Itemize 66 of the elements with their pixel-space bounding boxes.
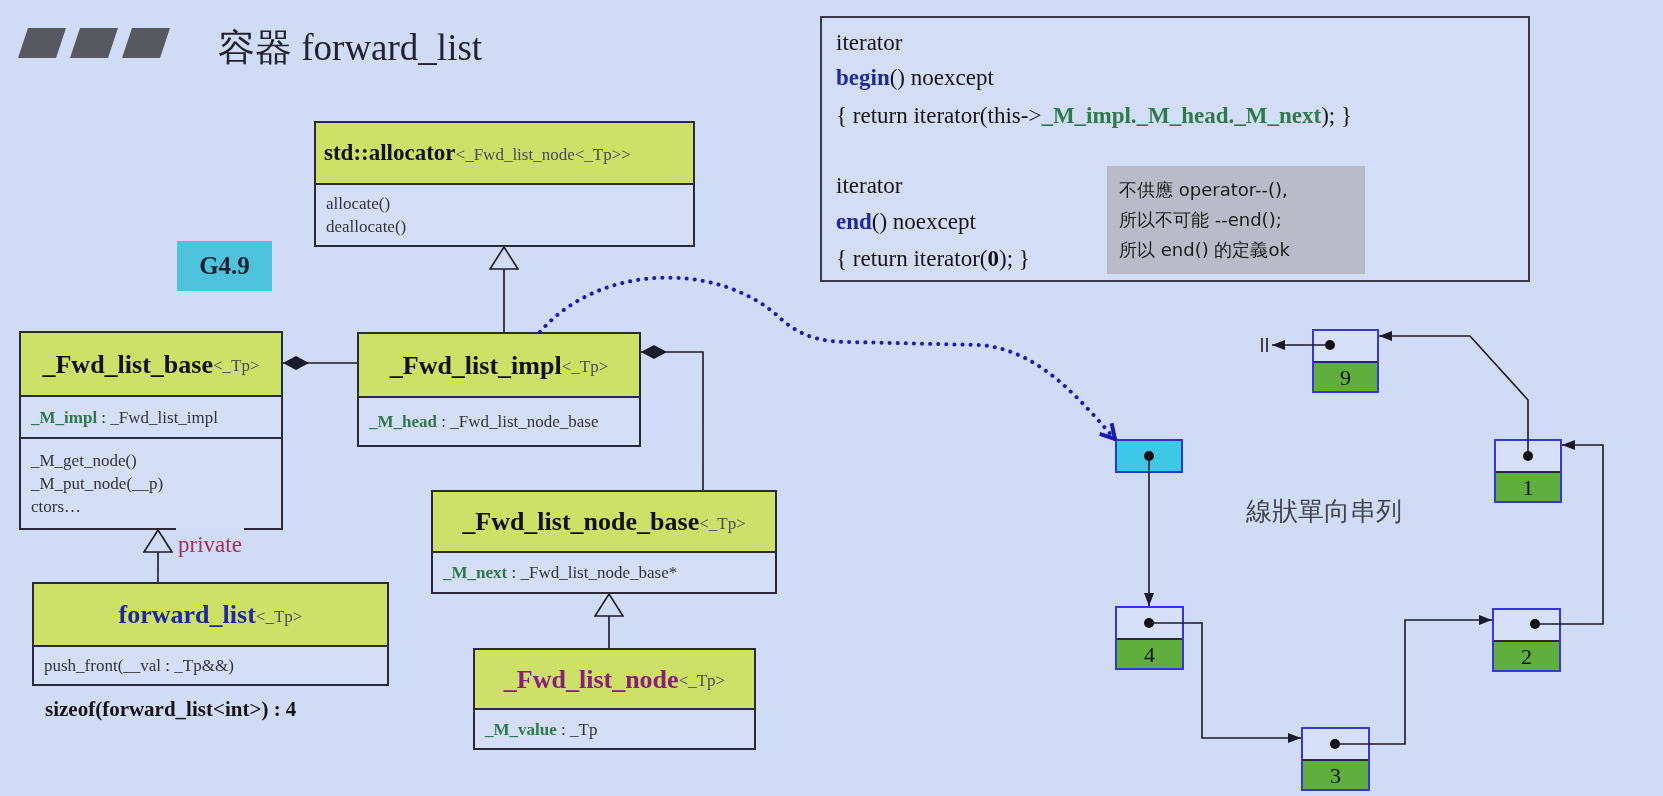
- code-line: { return iterator(0); }: [836, 245, 1030, 273]
- list-node: [1492, 608, 1561, 672]
- class-box: [314, 121, 695, 247]
- head-pointer-box: [1115, 439, 1183, 473]
- list-caption: 線狀單向串列: [1246, 495, 1402, 528]
- template-parameter: <_Fwd_list_node<_Tp>>: [455, 145, 631, 167]
- class-member: _M_value : _Tp: [485, 718, 599, 741]
- class-member: _M_put_node(__p): [31, 473, 165, 495]
- list-node: [1312, 329, 1379, 393]
- version-badge: G4.9: [177, 241, 272, 291]
- note-text: 不供應 operator--(),: [1119, 178, 1289, 202]
- pointer-arrow: [1271, 340, 1331, 350]
- template-parameter: <_Tp>: [699, 513, 746, 533]
- slide-title: 容器 forward_list: [218, 26, 483, 70]
- code-panel: [820, 16, 1530, 282]
- pointer-arrow: [1144, 455, 1154, 607]
- inheritance-arrow: [594, 593, 624, 649]
- node-value: 1: [1496, 471, 1560, 501]
- pointer-arrow: [1534, 440, 1604, 625]
- class-member: _M_next : _Fwd_list_node_base*: [443, 562, 679, 584]
- class-member: _M_get_node(): [31, 450, 138, 472]
- template-parameter: <_Tp>: [561, 357, 609, 377]
- composition-line: [640, 345, 704, 491]
- node-value: 2: [1494, 640, 1559, 670]
- code-line: iterator: [836, 29, 903, 57]
- class-member: deallocate(): [326, 216, 408, 238]
- pointer-arrow: [1148, 622, 1302, 743]
- node-value: 3: [1303, 759, 1368, 789]
- class-box: [19, 331, 283, 530]
- note-text: 所以 end() 的定義ok: [1119, 238, 1291, 262]
- class-member: _M_impl : _Fwd_list_impl: [31, 406, 220, 429]
- template-parameter: <_Tp>: [678, 671, 726, 691]
- class-name: _Fwd_list_base: [42, 348, 213, 381]
- code-line: begin() noexcept: [836, 64, 994, 92]
- class-box: [431, 490, 777, 594]
- class-member: allocate(): [326, 193, 392, 215]
- inheritance-arrow: [489, 246, 519, 333]
- node-value: 9: [1314, 361, 1377, 391]
- template-parameter: <_Tp>: [255, 606, 303, 626]
- pointer-arrow: [1378, 331, 1529, 457]
- code-line: iterator: [836, 172, 903, 200]
- class-member: ctors…: [31, 496, 83, 518]
- class-name: std::allocator: [324, 138, 456, 167]
- class-member: _M_head : _Fwd_list_node_base: [369, 411, 600, 433]
- class-name: _Fwd_list_node: [503, 663, 679, 696]
- inheritance-arrow: [143, 529, 173, 583]
- composition-line: [282, 356, 358, 370]
- pointer-arrow: [1334, 615, 1493, 745]
- dotted-arrow: [538, 275, 1117, 441]
- class-name: _Fwd_list_node_base: [462, 506, 700, 538]
- list-node: [1301, 727, 1370, 791]
- class-member: push_front(__val : _Tp&&): [44, 655, 235, 677]
- size-note: sizeof(forward_list<int>) : 4: [45, 696, 297, 723]
- node-value: 4: [1117, 638, 1182, 668]
- list-node: [1115, 606, 1184, 670]
- code-line: end() noexcept: [836, 208, 976, 236]
- code-line: { return iterator(this->_M_impl._M_head._M_next); }: [836, 102, 1353, 130]
- class-name: forward_list: [118, 599, 256, 631]
- class-name: _Fwd_list_impl: [389, 349, 562, 382]
- class-box: [357, 332, 641, 447]
- class-box: [32, 582, 389, 686]
- note-box: [1107, 166, 1365, 274]
- template-parameter: <_Tp>: [212, 356, 260, 376]
- note-text: 所以不可能 --end();: [1119, 208, 1283, 232]
- list-node: [1494, 439, 1562, 503]
- class-box: [473, 648, 756, 750]
